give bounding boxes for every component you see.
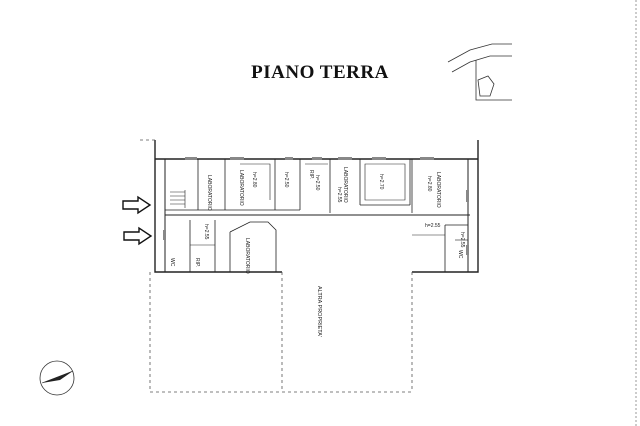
room-label-wc2: WC — [457, 250, 463, 259]
entrance-arrow-upper — [122, 195, 152, 215]
plan-title: PIANO TERRA — [251, 62, 389, 83]
room-label-lab6: LABORATORIO — [244, 238, 250, 274]
entrance-arrow-lower — [123, 226, 153, 246]
room-height-lab2: h=2.80 — [251, 172, 257, 188]
building-outline — [154, 140, 479, 273]
room-height-lab5: h=2.80 — [426, 176, 432, 192]
room-height-lab4: h=2.70 — [378, 174, 384, 190]
corridor-height-label: h=2.55 — [425, 223, 441, 229]
location-map-icon — [447, 43, 512, 101]
room-height-rip1: h=2.50 — [283, 172, 289, 188]
other-property-label: ALTRA PROPRIETA' — [316, 286, 322, 337]
room-label-wc1: WC — [169, 258, 175, 267]
room-height-lab3: h=2.55 — [336, 187, 342, 203]
room-label-rip3: RIP. — [194, 258, 200, 267]
room-label-lab5: LABORATORIO — [435, 172, 441, 208]
room-label-lab1: LABORATORIO — [206, 175, 212, 211]
room-label-lab2: LABORATORIO — [238, 170, 244, 206]
room-label-rip2: RIP. — [308, 170, 314, 179]
room-height-left: h=2.55 — [203, 224, 209, 240]
room-label-lab3: LABORATORIO — [342, 167, 348, 203]
right-small-height: h=2.55 — [459, 232, 465, 248]
room-height-rip2: h=2.50 — [314, 175, 320, 191]
other-property-boundary — [140, 139, 413, 393]
window-markers — [163, 157, 469, 255]
north-arrow-icon — [39, 360, 75, 396]
